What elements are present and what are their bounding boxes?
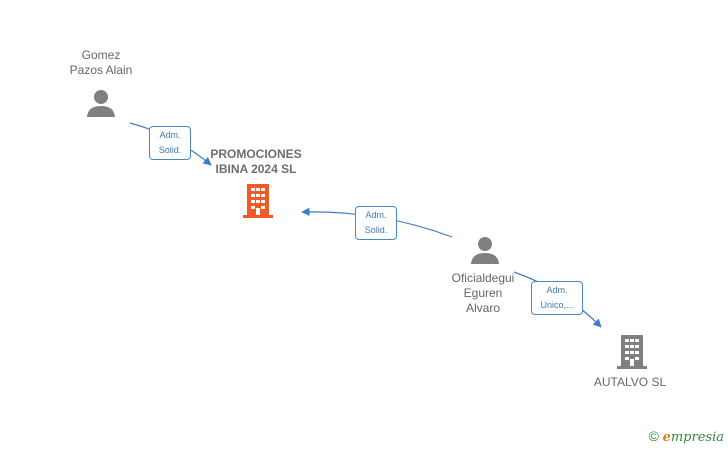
person-name-line3: Alvaro [465, 301, 500, 315]
edge-label-adm-unico[interactable]: Adm. Unico,... [531, 281, 583, 315]
edge-label-line1: Adm. [365, 210, 387, 220]
building-icon[interactable] [616, 335, 648, 369]
edge-label-line1: Adm. [159, 130, 181, 140]
company-label-autalvo[interactable]: AUTALVO SL [580, 375, 680, 390]
edge-label-adm-solid[interactable]: Adm. Solid. [355, 206, 397, 240]
company-name-line2: IBINA 2024 SL [215, 162, 297, 176]
copyright-symbol: © [648, 428, 659, 444]
person-name-line1: Gomez [81, 48, 121, 62]
logo-text: mpresia [670, 430, 724, 445]
edge-label-line2: Unico,... [540, 300, 574, 310]
company-label-promociones[interactable]: PROMOCIONES IBINA 2024 SL [196, 147, 316, 177]
company-name-line1: AUTALVO SL [593, 375, 667, 389]
empresia-logo: © empresia [649, 428, 724, 445]
edge-label-line2: Solid. [364, 225, 388, 235]
edge-label-adm-solid[interactable]: Adm. Solid. [149, 126, 191, 160]
building-icon-main[interactable] [242, 184, 274, 218]
person-name-line2: Eguren [463, 286, 503, 300]
person-icon[interactable] [470, 235, 500, 265]
person-icon[interactable] [86, 88, 116, 118]
person-label-gomez[interactable]: Gomez Pazos Alain [51, 48, 151, 78]
edge-label-line2: Solid. [158, 145, 182, 155]
person-label-oficialdegui[interactable]: Oficialdegui Eguren Alvaro [433, 271, 533, 316]
person-name-line1: Oficialdegui [451, 271, 515, 285]
edge-label-line1: Adm. [546, 285, 568, 295]
logo-initial: e [662, 430, 671, 445]
person-name-line2: Pazos Alain [69, 63, 133, 77]
company-name-line1: PROMOCIONES [210, 147, 302, 161]
